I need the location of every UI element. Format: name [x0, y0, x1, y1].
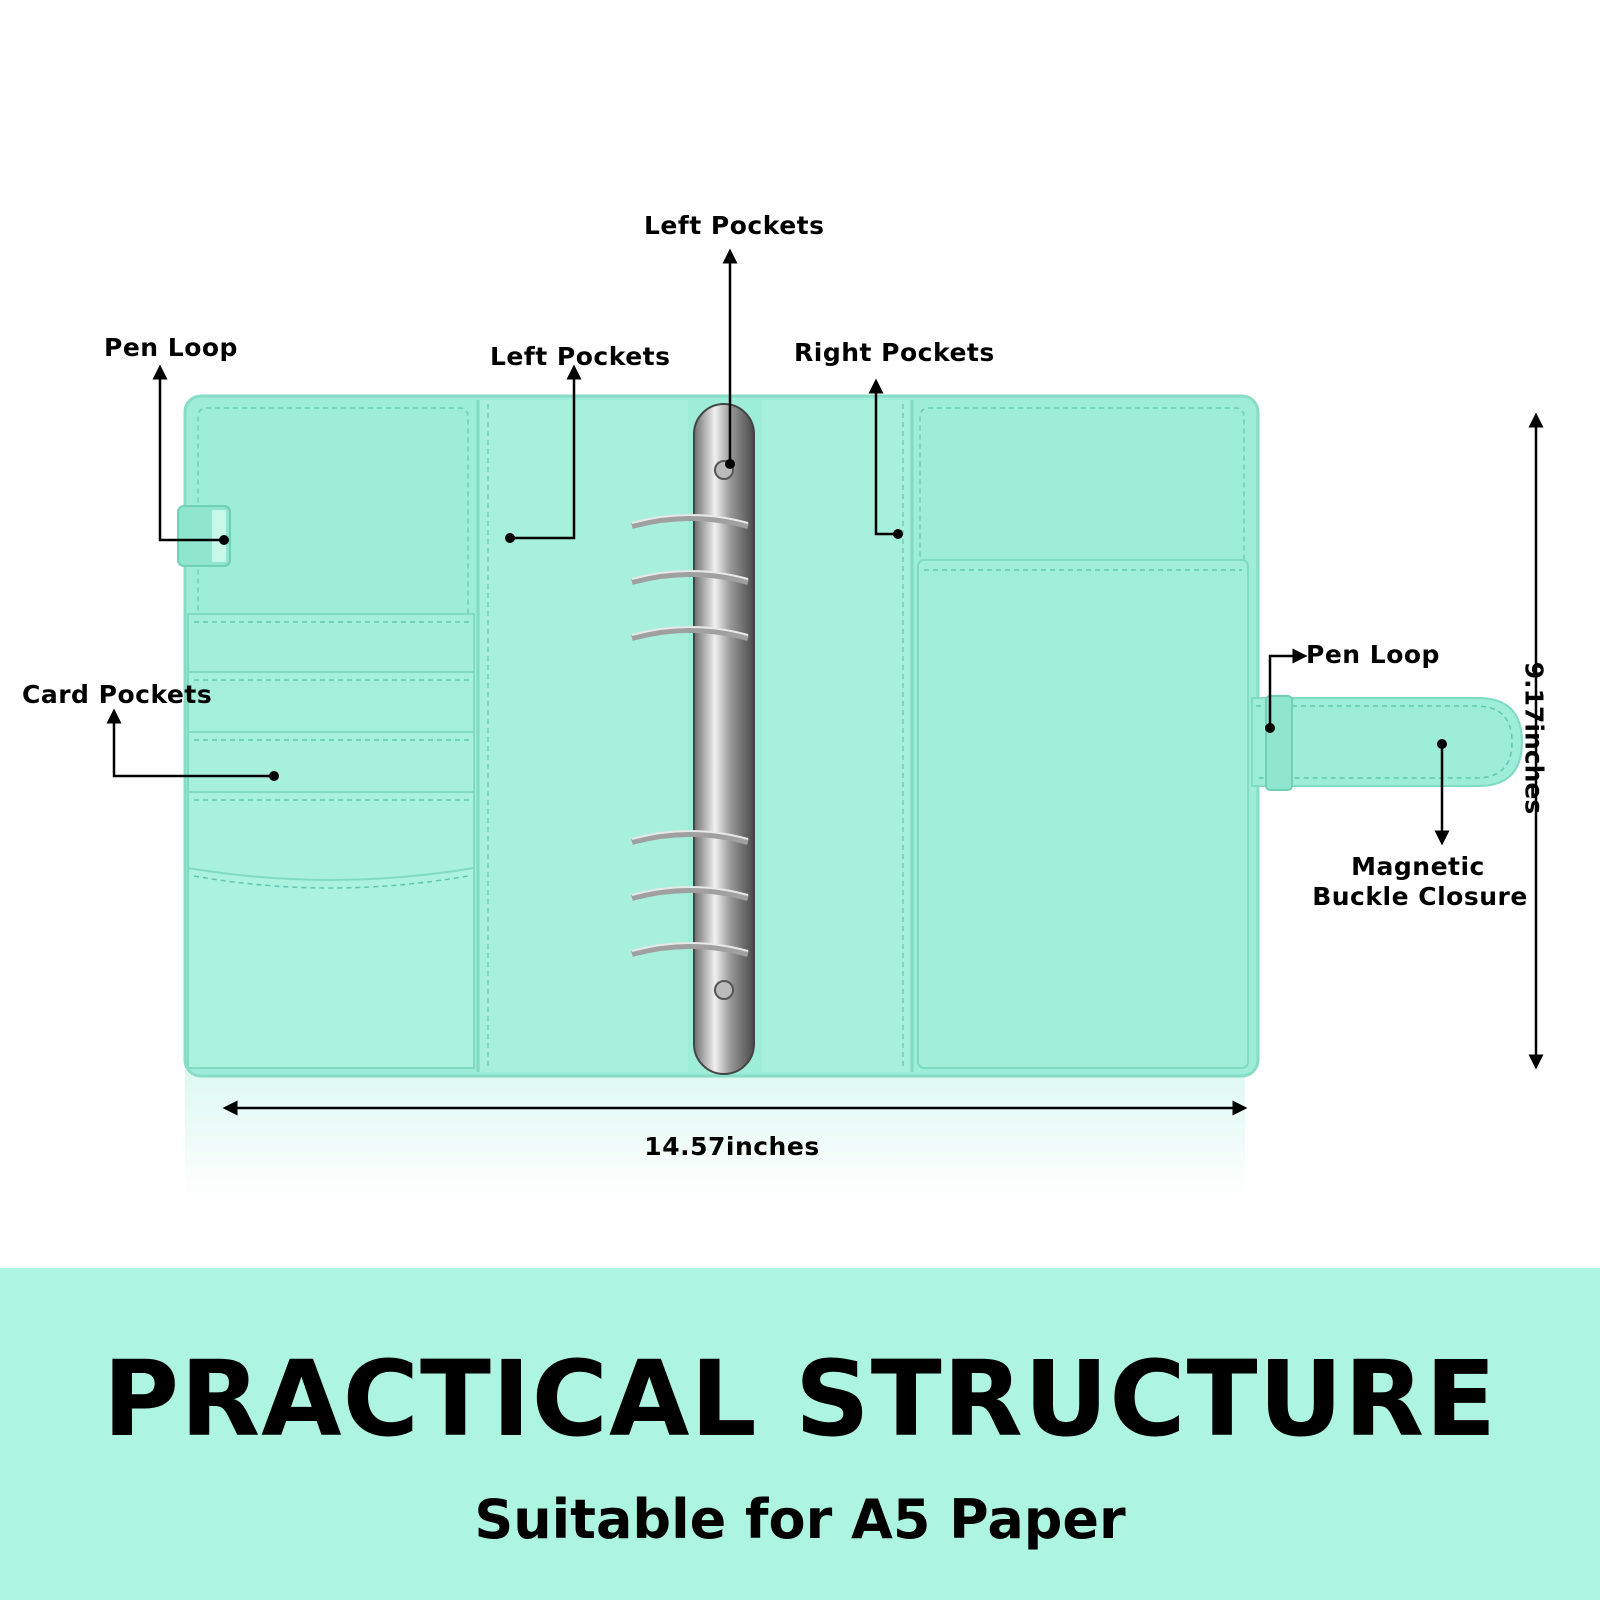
annotation-lines [106, 248, 1544, 1116]
label-right-pockets: Right Pockets [794, 338, 995, 367]
right-pocket [917, 559, 1249, 1069]
pen-loop-right-strap [1265, 695, 1293, 791]
label-pen-loop-left: Pen Loop [104, 333, 238, 362]
label-pen-loop-right: Pen Loop [1306, 640, 1440, 669]
ring-mechanism [631, 403, 755, 1075]
right-inner-panel [762, 400, 912, 1072]
dimension-width: 14.57inches [644, 1132, 820, 1161]
banner-title: PRACTICAL STRUCTURE [102, 1338, 1498, 1460]
banner [0, 1268, 1600, 1600]
left-inner-panel [478, 400, 688, 1072]
label-card-pockets: Card Pockets [22, 680, 213, 709]
label-magnetic: Magnetic [1351, 852, 1485, 881]
banner-subtitle: Suitable for A5 Paper [474, 1488, 1126, 1551]
label-left-pockets-inner: Left Pockets [490, 342, 671, 371]
magnetic-buckle-strap [1251, 697, 1524, 787]
label-left-pockets-top: Left Pockets [644, 211, 825, 240]
card-pockets [187, 613, 475, 1069]
label-buckle-closure: Buckle Closure [1312, 882, 1528, 911]
annotation-dots [219, 459, 1447, 781]
binder-reflection [185, 1070, 1245, 1200]
dimension-height: 9.17inches [1519, 661, 1549, 815]
